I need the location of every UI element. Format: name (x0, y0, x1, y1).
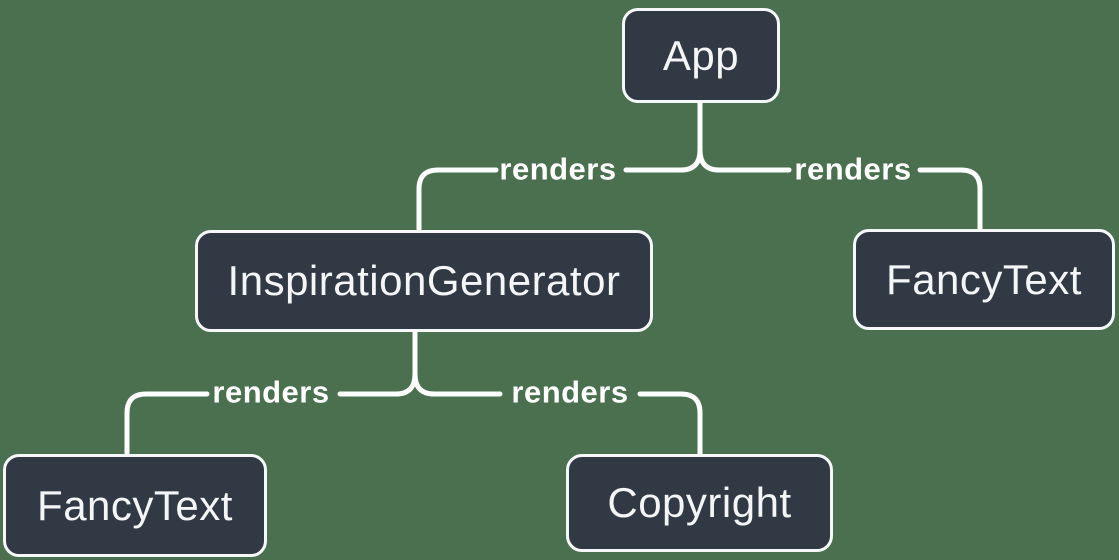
node-app-label: App (662, 31, 740, 79)
node-inspiration-generator-label: InspirationGenerator (227, 257, 621, 304)
node-inspiration-generator: InspirationGenerator (195, 230, 653, 332)
edge-app-inspiration-stem (623, 99, 703, 173)
edge-inspiration-copyright-drop (637, 391, 703, 457)
edge-label-renders-app-inspiration: renders (499, 151, 617, 187)
edge-app-fancytext-stem (697, 99, 792, 173)
edge-app-inspiration-drop (416, 167, 499, 232)
node-fancy-text-top: FancyText (853, 229, 1115, 330)
node-copyright: Copyright (566, 454, 833, 552)
node-copyright-label: Copyright (607, 479, 792, 526)
node-fancy-text-bottom: FancyText (3, 454, 267, 557)
node-fancy-text-bottom-label: FancyText (37, 481, 233, 529)
edge-inspiration-fancytext-drop (124, 391, 210, 456)
edge-label-renders-inspiration-fancytext: renders (212, 374, 330, 410)
node-fancy-text-top-label: FancyText (886, 255, 1082, 303)
edge-label-renders-app-fancytext: renders (794, 151, 912, 187)
edge-app-fancytext-drop (917, 167, 983, 231)
node-app: App (622, 8, 780, 103)
edge-inspiration-copyright-stem (412, 328, 503, 397)
edge-inspiration-fancytext-stem (337, 328, 418, 397)
edge-label-renders-inspiration-copyright: renders (511, 374, 629, 410)
